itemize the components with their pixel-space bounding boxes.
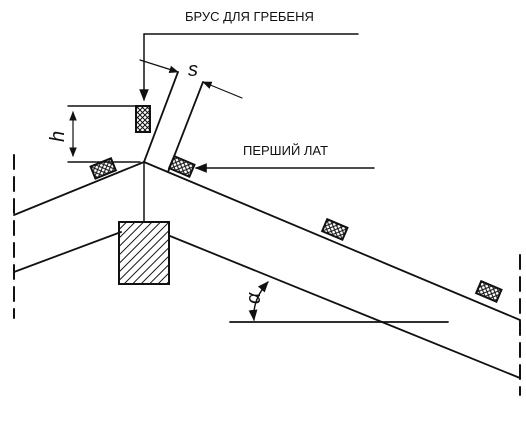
ridge-beam-leader <box>139 33 359 102</box>
right-rafter <box>143 161 521 379</box>
ridge-beam-section <box>118 221 170 285</box>
batten-first <box>167 154 196 179</box>
height-dimension <box>67 105 141 163</box>
ridge-beam-label: БРУС ДЛЯ ГРЕБЕНЯ <box>185 9 314 24</box>
left-rafter <box>13 161 145 273</box>
batten-middle <box>320 217 349 242</box>
first-batten-label: ПЕРШИЙ ЛАТ <box>243 143 328 158</box>
height-label: h <box>47 131 69 142</box>
angle-indicator <box>229 281 449 323</box>
thickness-dimension <box>139 59 243 99</box>
batten-left <box>89 157 118 180</box>
thickness-label: s <box>188 59 198 81</box>
ridge-bar <box>135 105 151 133</box>
batten-right <box>474 279 503 304</box>
angle-label: α <box>243 292 265 304</box>
